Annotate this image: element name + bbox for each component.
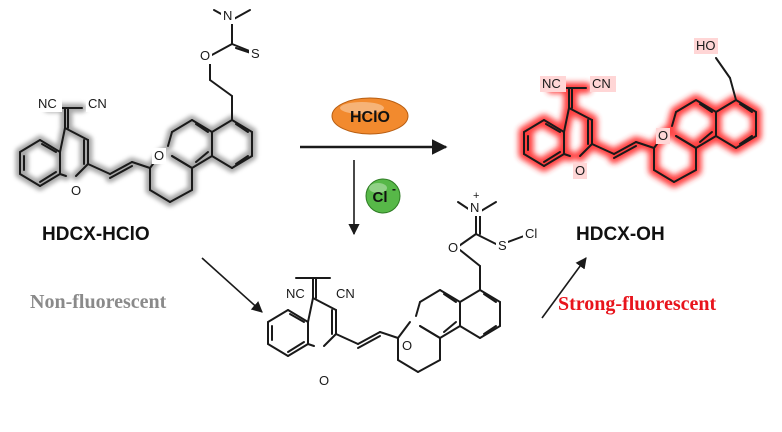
product-atom-o-pyran: O	[575, 163, 585, 178]
probe-atom-labels: NC CN O O O N S	[36, 8, 261, 199]
probe-atom-o-xanthene: O	[154, 148, 164, 163]
intermediate-atom-n: N	[470, 200, 479, 215]
intermediate-molecule: NC CN O O O N + S Cl	[267, 190, 541, 389]
probe-molecule-glow	[15, 103, 257, 207]
product-atom-nc: NC	[542, 76, 561, 91]
probe-atom-s: S	[251, 46, 260, 61]
hclo-reagent-label: HClO	[350, 109, 390, 126]
product-molecule: NC CN O O HO	[518, 38, 762, 188]
chloride-reagent-label: Cl	[373, 189, 388, 206]
product-atom-ho: HO	[696, 38, 716, 53]
probe-atom-cn: CN	[88, 96, 107, 111]
intermediate-charge-plus: +	[473, 190, 479, 202]
product-atom-o-xanthene: O	[658, 128, 668, 143]
probe-atom-nc: NC	[38, 96, 57, 111]
intermediate-atom-cn: CN	[336, 286, 355, 301]
intermediate-atom-cl: Cl	[525, 226, 537, 241]
intermediate-to-product-arrow	[541, 257, 587, 319]
probe-to-intermediate-arrow	[201, 257, 263, 313]
probe-atom-o-ester: O	[200, 48, 210, 63]
probe-atom-n: N	[223, 8, 232, 23]
probe-molecule: NC CN O O O N S	[15, 8, 261, 207]
product-atom-labels: NC CN O O HO	[540, 38, 718, 179]
non-fluorescent-label: Non-fluorescent	[30, 291, 167, 313]
reaction-arrows	[201, 139, 587, 319]
chloride-reagent-badge: Cl -	[365, 178, 401, 214]
chloride-reagent-charge: -	[392, 182, 396, 196]
hclo-reagent-badge: HClO	[331, 97, 409, 135]
intermediate-atom-labels: NC CN O O O N + S Cl	[284, 190, 541, 389]
strong-fluorescent-label: Strong-fluorescent	[558, 293, 716, 315]
intermediate-atom-o-ester: O	[448, 240, 458, 255]
product-atom-cn: CN	[592, 76, 611, 91]
intermediate-atom-s: S	[498, 238, 507, 253]
product-compound-name: HDCX-OH	[576, 224, 665, 245]
intermediate-atom-o-pyran: O	[319, 373, 329, 388]
product-molecule-glow	[518, 82, 762, 188]
probe-compound-name: HDCX-HClO	[42, 224, 150, 245]
intermediate-atom-o-xanthene: O	[402, 338, 412, 353]
product-molecule-bonds	[523, 57, 757, 183]
probe-atom-o-pyran: O	[71, 183, 81, 198]
intermediate-atom-nc: NC	[286, 286, 305, 301]
